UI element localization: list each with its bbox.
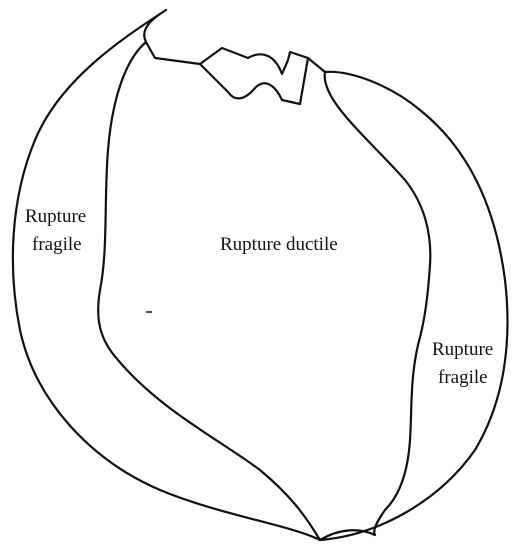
center-zone-label: Rupture ductile xyxy=(220,234,338,255)
right-brittle-inner-boundary xyxy=(308,58,430,540)
left-brittle-inner-boundary xyxy=(98,10,320,540)
right-zone-label-line1: Rupture xyxy=(432,339,493,360)
right-zone-label-line2: fragile xyxy=(438,367,488,388)
top-notched-edge xyxy=(146,42,308,104)
left-zone-label-line1: Rupture xyxy=(25,206,86,227)
left-zone-label-line2: fragile xyxy=(32,234,82,255)
outer-boundary-right xyxy=(320,72,507,540)
outer-boundary-left xyxy=(13,10,320,540)
